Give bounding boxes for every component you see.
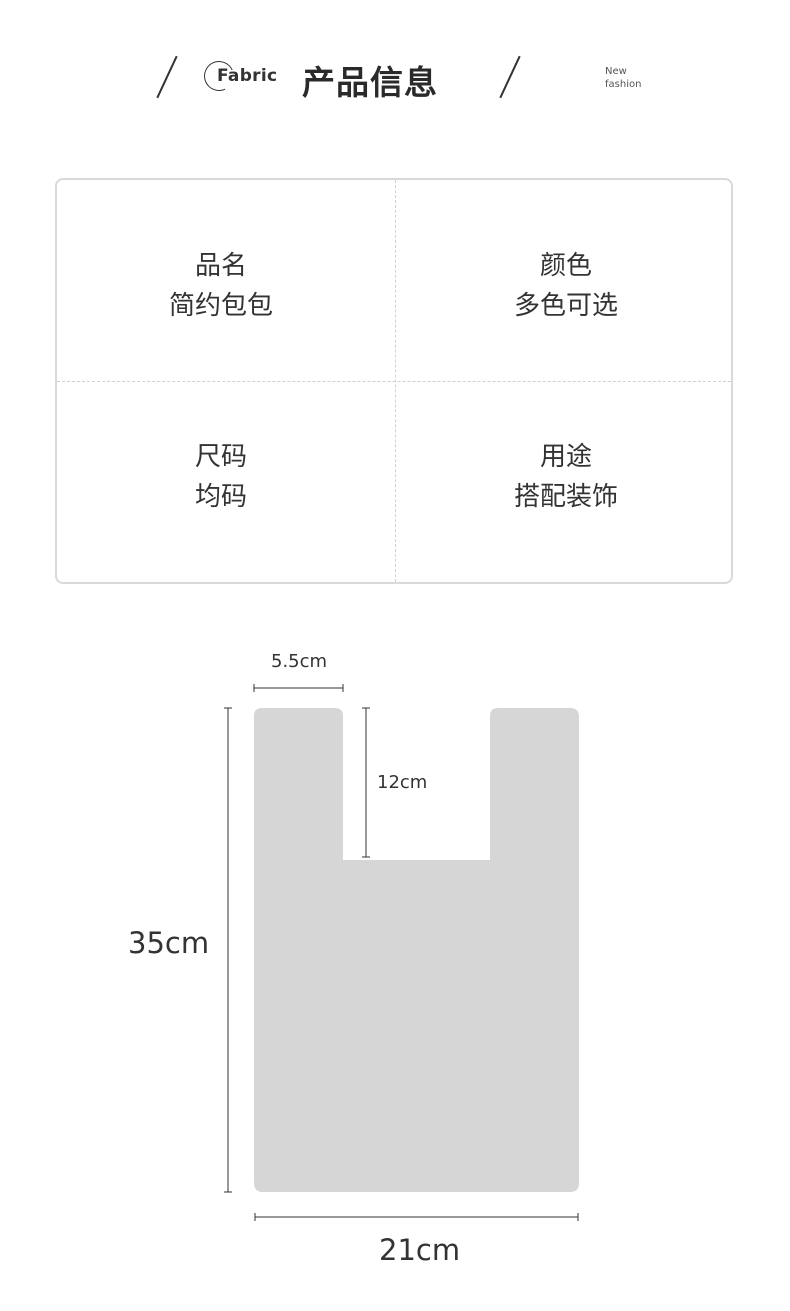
width-label: 21cm: [379, 1233, 461, 1267]
info-cell-usage: 用途 搭配装饰: [397, 437, 735, 517]
cutout-depth-measure: [362, 707, 370, 858]
info-label: 颜色: [539, 251, 592, 281]
info-value: 均码: [194, 482, 247, 512]
info-cell-color: 颜色 多色可选: [397, 246, 735, 326]
bag-silhouette: [254, 708, 579, 1192]
width-measure: [254, 1213, 579, 1221]
info-value: 多色可选: [513, 291, 618, 321]
info-label: 品名: [194, 251, 247, 281]
info-label: 尺码: [194, 442, 247, 472]
handle-width-measure: [253, 684, 344, 692]
product-info-table: 品名 简约包包 颜色 多色可选 尺码 均码 用途 搭配装饰: [55, 178, 733, 584]
cutout-depth-label: 12cm: [377, 772, 428, 793]
height-label: 35cm: [128, 926, 210, 960]
new-fashion-tag: New fashion: [605, 65, 641, 91]
info-label: 用途: [539, 442, 592, 472]
info-value: 搭配装饰: [513, 482, 618, 512]
fabric-label: Fabric: [217, 66, 278, 86]
table-divider-horizontal: [57, 381, 731, 382]
info-value: 简约包包: [168, 291, 273, 321]
handle-width-label: 5.5cm: [271, 651, 328, 672]
height-measure: [224, 707, 232, 1193]
tag-line-new: New: [605, 66, 627, 77]
page-title: 产品信息: [302, 63, 438, 102]
tag-line-fashion: fashion: [605, 79, 642, 90]
info-cell-name: 品名 简约包包: [57, 246, 385, 326]
info-cell-size: 尺码 均码: [57, 437, 385, 517]
